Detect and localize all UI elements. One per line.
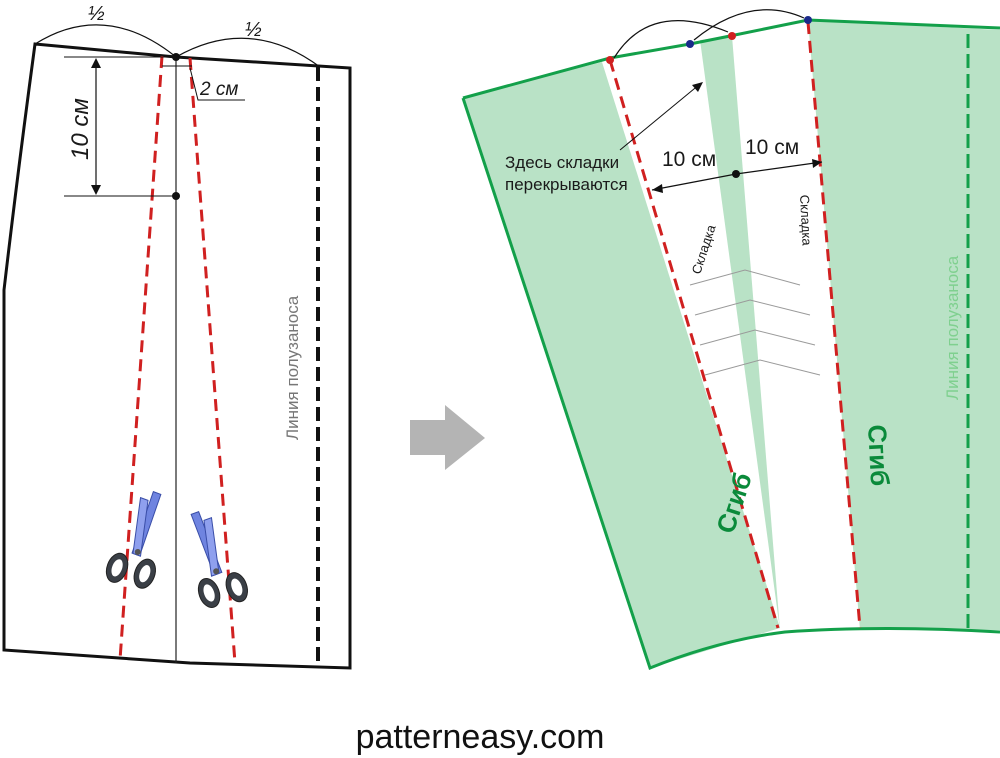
pleat-label-left: Складка [689, 222, 719, 276]
right-dim-label-right: 10 см [745, 136, 799, 159]
right-center-point [732, 170, 740, 178]
left-half-label-1: ½ [88, 3, 105, 25]
right-arc-1 [613, 20, 729, 59]
left-small-dim-label: 2 см [199, 79, 238, 100]
right-pattern-outline [461, 18, 1000, 670]
left-small-dim-leader [189, 67, 245, 101]
right-fold-line-2 [806, 21, 862, 629]
left-pattern-outline [2, 42, 352, 670]
right-panel-middle [700, 36, 780, 630]
right-dim-line-left [651, 173, 737, 191]
right-point-3 [728, 32, 736, 40]
right-dim-arrow-left [652, 184, 663, 193]
scissors-icon [105, 491, 162, 589]
pleat-chevrons [689, 269, 821, 376]
left-dim-label: 10 см [67, 98, 94, 160]
website-label: patterneasy.com [356, 718, 605, 756]
left-dim-arrow-top [91, 58, 101, 68]
arrow-right-icon [410, 405, 485, 470]
right-dim-arrow-right [812, 159, 822, 168]
left-half-arc-2 [175, 37, 321, 68]
left-dim-arrow-bottom [91, 185, 101, 195]
left-half-label-2: ½ [245, 19, 262, 41]
right-point-4 [804, 16, 812, 24]
left-semiwrap-label: Линия полузаноса [283, 295, 302, 440]
right-fold-line-1 [608, 59, 780, 629]
fold-label-right: Сгиб [862, 424, 895, 487]
right-panel-left [463, 62, 780, 668]
right-point-2 [686, 40, 694, 48]
pleat-label-right: Складка [797, 194, 815, 246]
right-panel-right [808, 20, 1000, 630]
right-dim-line-right [735, 161, 823, 175]
scissors-icon [190, 511, 248, 608]
right-dim-label-left: 10 см [662, 148, 716, 171]
overlap-leader [619, 83, 701, 151]
left-half-arc-1 [34, 24, 177, 58]
overlap-note-line1: Здесь складки [505, 153, 619, 172]
right-semiwrap-label: Линия полузаноса [943, 255, 962, 400]
right-point-1 [606, 56, 614, 64]
overlap-note-line2: перекрываются [505, 175, 628, 194]
right-pattern: Здесь складки перекрываются 10 см 10 см … [461, 9, 1000, 670]
left-cut-line-2 [188, 57, 237, 664]
right-arc-2 [693, 9, 805, 41]
left-pattern: ½ ½ 10 см 2 см Линия полузаноса [2, 3, 352, 670]
overlap-leader-arrow [692, 82, 703, 92]
